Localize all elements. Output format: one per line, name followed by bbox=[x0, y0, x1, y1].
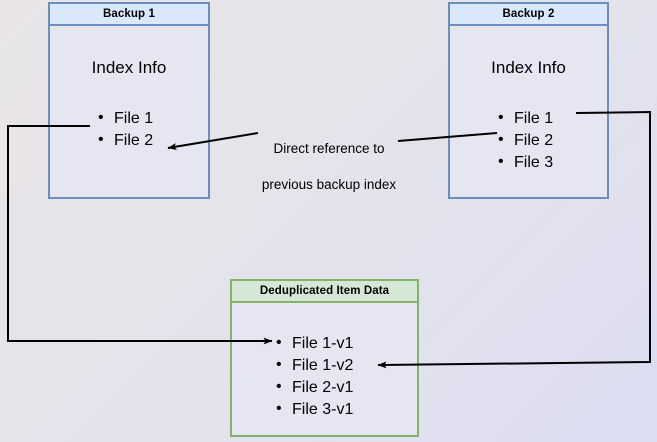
list-item: File 1 bbox=[98, 107, 153, 130]
list-item: File 2 bbox=[498, 129, 553, 152]
list-item: File 3-v1 bbox=[276, 398, 353, 421]
list-item: File 1 bbox=[498, 107, 553, 130]
backup-1-header: Backup 1 bbox=[50, 4, 208, 26]
backup-1-box[interactable]: Backup 1 Index Info File 1 File 2 bbox=[48, 2, 210, 199]
list-item: File 1-v2 bbox=[276, 354, 353, 377]
backup-2-body: Index Info File 1 File 2 File 3 bbox=[450, 26, 607, 197]
backup-2-index-info-label: Index Info bbox=[491, 58, 566, 77]
deduplicated-item-data-header: Deduplicated Item Data bbox=[232, 281, 417, 303]
dedup-file-list: File 1-v1 File 1-v2 File 2-v1 File 3-v1 bbox=[276, 332, 353, 421]
backup-2-box[interactable]: Backup 2 Index Info File 1 File 2 File 3 bbox=[448, 2, 609, 199]
list-item: File 1-v1 bbox=[276, 332, 353, 355]
backup-1-body: Index Info File 1 File 2 bbox=[50, 26, 208, 197]
deduplicated-item-data-box[interactable]: Deduplicated Item Data File 1-v1 File 1-… bbox=[230, 279, 419, 437]
list-item: File 3 bbox=[498, 151, 553, 174]
list-item: File 2 bbox=[98, 129, 153, 152]
backup-1-index-info-label: Index Info bbox=[91, 58, 167, 77]
deduplicated-item-data-body: File 1-v1 File 1-v2 File 2-v1 File 3-v1 bbox=[232, 303, 417, 435]
backup-1-file-list: File 1 File 2 bbox=[98, 107, 153, 152]
caption-line-1: Direct reference to bbox=[273, 141, 385, 156]
backup-2-header: Backup 2 bbox=[450, 4, 607, 26]
direct-reference-caption: Direct reference to previous backup inde… bbox=[248, 122, 410, 212]
list-item: File 2-v1 bbox=[276, 376, 353, 399]
caption-line-2: previous backup index bbox=[261, 177, 397, 192]
backup-2-file-list: File 1 File 2 File 3 bbox=[498, 107, 553, 174]
